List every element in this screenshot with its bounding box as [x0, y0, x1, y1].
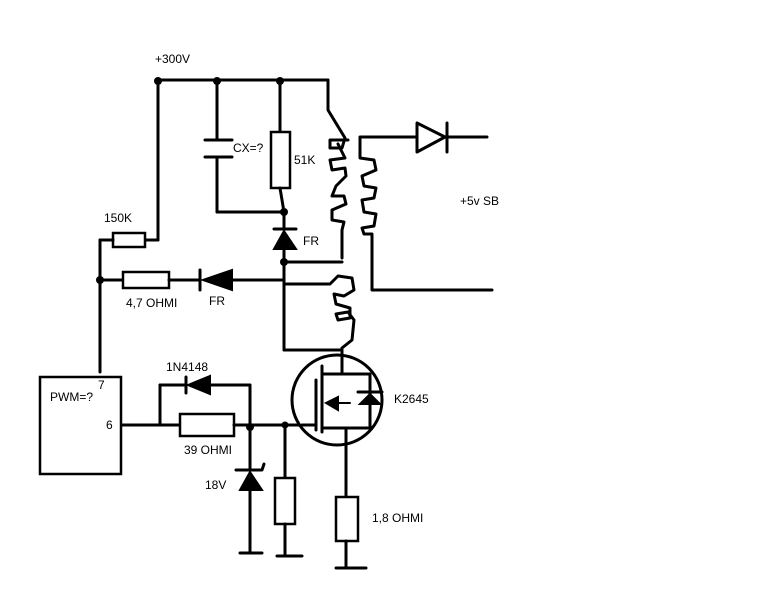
mosfet-k2645: [290, 348, 384, 499]
label-fr-left: FR: [209, 294, 225, 308]
label-pin-6: 6: [106, 418, 113, 432]
resistor-4-7: [98, 270, 200, 290]
zener-18v: [234, 425, 266, 555]
resistor-150k: [96, 231, 160, 374]
diode-fr-left: [198, 268, 286, 292]
label-5v-sb: +5v SB: [460, 194, 499, 208]
label-300v: +300V: [155, 52, 190, 66]
label-cx: CX=?: [233, 141, 264, 155]
transformer-auxiliary: [282, 260, 356, 352]
label-pwm: PWM=?: [50, 390, 93, 404]
transformer-primary: [282, 78, 350, 264]
label-51k: 51K: [294, 153, 315, 167]
resistor-gate: [273, 423, 304, 558]
label-39-ohm: 39 OHMI: [184, 443, 232, 457]
resistor-51k: [269, 78, 292, 216]
label-pin-7: 7: [98, 378, 105, 392]
label-1-8-ohm: 1,8 OHMI: [372, 511, 423, 525]
capacitor-cx: [203, 78, 286, 214]
label-150k: 150K: [104, 211, 132, 225]
label-18v: 18V: [205, 478, 226, 492]
resistor-1-8: [334, 495, 368, 570]
pwm-chip: [38, 375, 123, 476]
label-fr-top: FR: [303, 234, 319, 248]
label-1n4148: 1N4148: [166, 360, 208, 374]
transformer-secondary: [358, 121, 494, 292]
label-4-7-ohm: 4,7 OHMI: [126, 296, 177, 310]
diode-1n4148: [120, 374, 252, 429]
label-k2645: K2645: [394, 392, 429, 406]
diode-fr-top: [272, 210, 298, 266]
